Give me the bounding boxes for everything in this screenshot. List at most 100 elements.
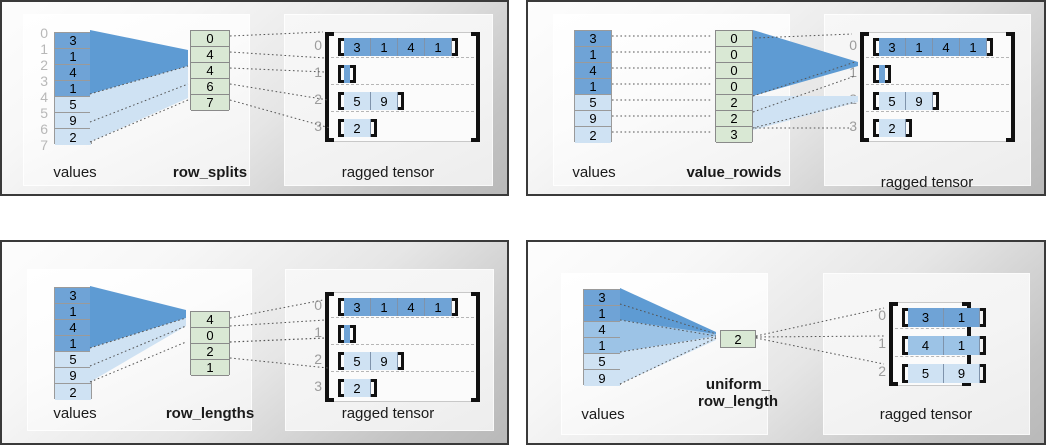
- row-separator: [331, 84, 474, 85]
- ragged-row: 2: [338, 119, 377, 137]
- values-cell: 1: [584, 338, 620, 354]
- values-cell: 9: [55, 113, 91, 129]
- row-bracket-left-icon: [873, 65, 879, 83]
- row-bracket-right-icon: [885, 65, 891, 83]
- values-cell: 1: [55, 49, 91, 65]
- ragged-cell: 9: [906, 92, 933, 110]
- row-bracket-right-icon: [452, 298, 458, 316]
- row-bracket-right-icon: [980, 336, 986, 355]
- values-cell: 2: [55, 384, 91, 400]
- row-bracket-right-icon: [398, 92, 404, 110]
- values-cell: 3: [55, 33, 91, 49]
- values-cell: 9: [584, 370, 620, 386]
- values-index-label: 6: [40, 121, 48, 137]
- values-caption-value_rowids: values: [572, 164, 616, 181]
- ragged-cell: 1: [960, 38, 987, 56]
- encoding-cell: 0: [716, 31, 752, 47]
- values-cell: 5: [55, 352, 91, 368]
- row-bracket-left-icon: [873, 92, 879, 110]
- ragged-row-index-label: 1: [878, 335, 886, 351]
- encoding-cell: 4: [191, 312, 229, 328]
- encoding-cell: 2: [716, 111, 752, 127]
- values-index-label: 5: [40, 105, 48, 121]
- encoding-caption-row_splits: row_splits: [172, 164, 248, 181]
- row-separator: [895, 328, 965, 329]
- row-bracket-left-icon: [338, 298, 344, 316]
- ragged-row: 2: [338, 379, 377, 397]
- encoding-cell: 3: [716, 127, 752, 143]
- values-cell: 4: [575, 63, 611, 79]
- ragged-caption-row_lengths: ragged tensor: [341, 405, 435, 422]
- ragged-cell: 9: [371, 92, 398, 110]
- ragged-cell: 4: [933, 38, 960, 56]
- row-separator: [331, 317, 474, 318]
- ragged-row-index-label: 0: [849, 37, 857, 53]
- encoding-caption-row_lengths: row_lengths: [165, 405, 255, 422]
- values-cell: 4: [55, 320, 91, 336]
- encoding-cell: 2: [191, 344, 229, 360]
- row-bracket-left-icon: [338, 325, 344, 343]
- values-index-label: 4: [40, 89, 48, 105]
- values-cell: 9: [575, 111, 611, 127]
- ragged-caption-uniform_row_length: ragged tensor: [879, 406, 973, 423]
- values-cell: 9: [55, 368, 91, 384]
- row-separator: [866, 111, 1009, 112]
- ragged-row-index-label: 0: [314, 37, 322, 53]
- row-bracket-left-icon: [873, 119, 879, 137]
- values-cell: 1: [575, 47, 611, 63]
- ragged-row-index-label: 2: [849, 91, 857, 107]
- ragged-cell: 2: [344, 119, 371, 137]
- encoding-cell: 0: [191, 31, 229, 47]
- ragged-row: [338, 325, 356, 343]
- outer-bracket-left-icon: [325, 292, 334, 402]
- encoding-cell: 2: [716, 95, 752, 111]
- row-bracket-left-icon: [338, 65, 344, 83]
- row-separator: [331, 371, 474, 372]
- outer-bracket-right-icon: [471, 32, 480, 142]
- ragged-cell: 3: [344, 38, 371, 56]
- row-bracket-left-icon: [902, 336, 908, 355]
- row-bracket-left-icon: [338, 38, 344, 56]
- outer-bracket-right-icon: [471, 292, 480, 402]
- ragged-cell: 1: [944, 336, 980, 355]
- encoding-cell: 0: [716, 47, 752, 63]
- row-bracket-right-icon: [980, 364, 986, 383]
- ragged-row-index-label: 1: [314, 64, 322, 80]
- values-caption-row_lengths: values: [53, 405, 97, 422]
- ragged-row-index-label: 1: [314, 324, 322, 340]
- values-index-label: 0: [40, 25, 48, 41]
- row-bracket-right-icon: [933, 92, 939, 110]
- ragged-cell-empty: [879, 65, 885, 83]
- row-separator: [331, 344, 474, 345]
- ragged-row: [338, 65, 356, 83]
- values-index-label: 2: [40, 57, 48, 73]
- ragged-row-index-label: 3: [314, 118, 322, 134]
- ragged-cell-empty: [344, 65, 350, 83]
- row-bracket-left-icon: [873, 38, 879, 56]
- values-caption-row_splits: values: [53, 164, 97, 181]
- ragged-cell: 1: [425, 38, 452, 56]
- row-bracket-left-icon: [902, 364, 908, 383]
- encoding-cell: 0: [716, 79, 752, 95]
- ragged-row-index-label: 0: [314, 297, 322, 313]
- values-cell: 1: [575, 79, 611, 95]
- values-index-label: 3: [40, 73, 48, 89]
- encoding-cell: 0: [716, 63, 752, 79]
- values-cell: 2: [55, 129, 91, 145]
- values-caption-uniform_row_length: values: [581, 406, 625, 423]
- encoding-box-uniform_row_length: 2: [720, 330, 756, 348]
- row-separator: [895, 356, 965, 357]
- ragged-cell: 4: [398, 298, 425, 316]
